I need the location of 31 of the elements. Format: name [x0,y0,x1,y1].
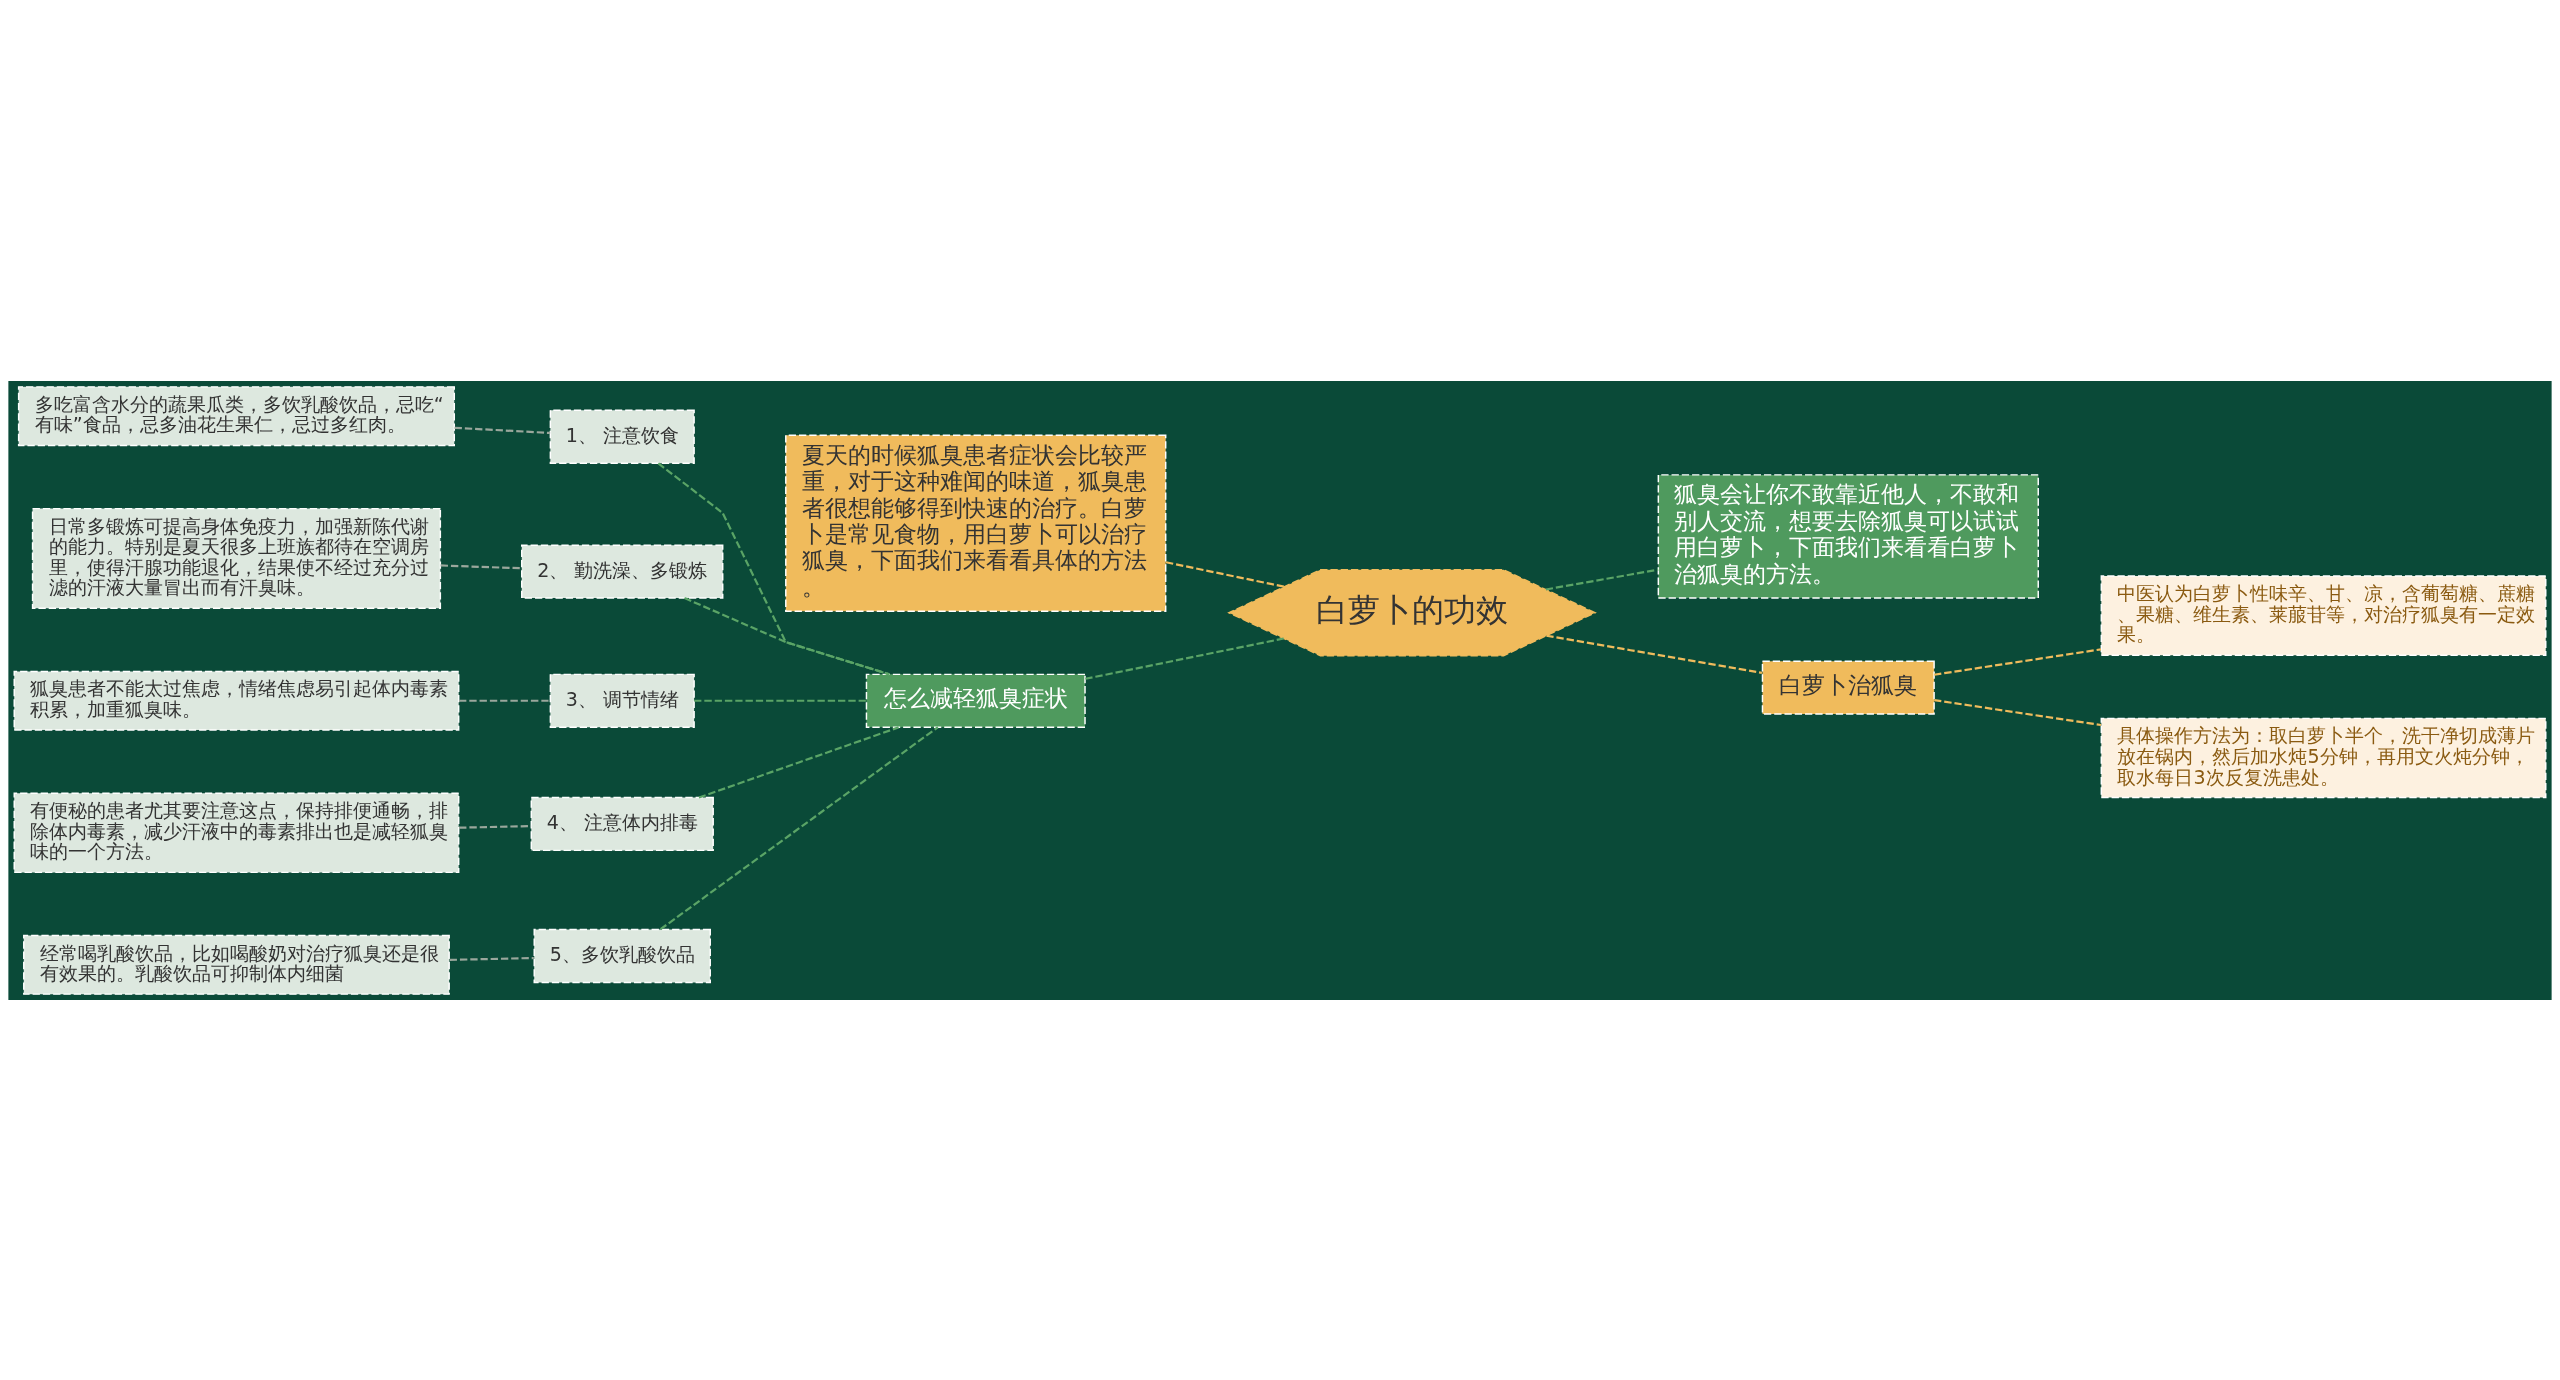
connector [1165,560,1285,588]
connector [1934,698,2102,726]
connector [684,596,890,675]
connector [698,725,899,799]
node-box: 5、多饮乳酸饮品 [533,928,711,983]
node-box: 多吃富含水分的蔬果瓜类，多饮乳酸饮品，忌吃“有味”食品，忌多油花生果仁，忌过多红肉。 [17,385,456,446]
node-box: 夏天的时候狐臭患者症状会比较严重，对于这种难闻的味道，狐臭患者很想能够得到快速的治疗。白萝卜是常见食物，用白萝卜可以治疗狐臭，下面我们来看看具体的方法。 [785,434,1167,612]
node-box: 怎么减轻狐臭症状 [865,673,1086,728]
node-box: 狐臭患者不能太过焦虑，情绪焦虑易引起体内毒素积累，加重狐臭味。 [13,670,460,731]
connector [659,725,939,930]
connector [1934,647,2102,676]
node-box: 狐臭会让你不敢靠近他人，不敢和别人交流，想要去除狐臭可以试试用白萝卜，下面我们来看看白萝卜治狐臭的方法。 [1657,473,2039,599]
node-box: 有便秘的患者尤其要注意这点，保持排便通畅，排除体内毒素，减少汗液中的毒素排出也是减轻狐臭味的一个方法。 [13,791,460,873]
connector [449,956,534,961]
connector [1545,568,1659,591]
connector [454,426,551,434]
node-box: 白萝卜治狐臭 [1761,659,1935,715]
connector [694,699,866,702]
connector [458,699,551,702]
node-box: 3、 调节情绪 [549,673,695,728]
node-box: 经常喝乳酸饮品，比如喝酸奶对治疗狐臭还是很有效果的。乳酸饮品可抑制体内细菌 [23,934,450,995]
connector [657,462,890,675]
connector [440,563,522,569]
node-box: 2、 勤洗澡、多锻炼 [521,544,724,599]
node-box: 1、 注意饮食 [549,409,695,464]
node-box: 4、 注意体内排毒 [530,796,714,851]
node-box: 中医认为白萝卜性味辛、甘、凉，含葡萄糖、蔗糖、果糖、维生素、莱菔苷等，对治疗狐臭有一定效果。 [2100,574,2547,656]
connector [1546,634,1763,674]
node-box: 日常多锻炼可提高身体免疫力，加强新陈代谢的能力。特别是夏天很多上班族都待在空调房里，使得汗腺功能退化，结果使不经过充分过滤的汗液大量冒出而有汗臭味。 [31,507,442,609]
node-box: 具体操作方法为：取白萝卜半个，洗干净切成薄片放在锅内，然后加水炖5分钟，再用文火炖分钟，取水每日3次反复洗患处。 [2100,717,2547,798]
connector [1085,636,1284,680]
